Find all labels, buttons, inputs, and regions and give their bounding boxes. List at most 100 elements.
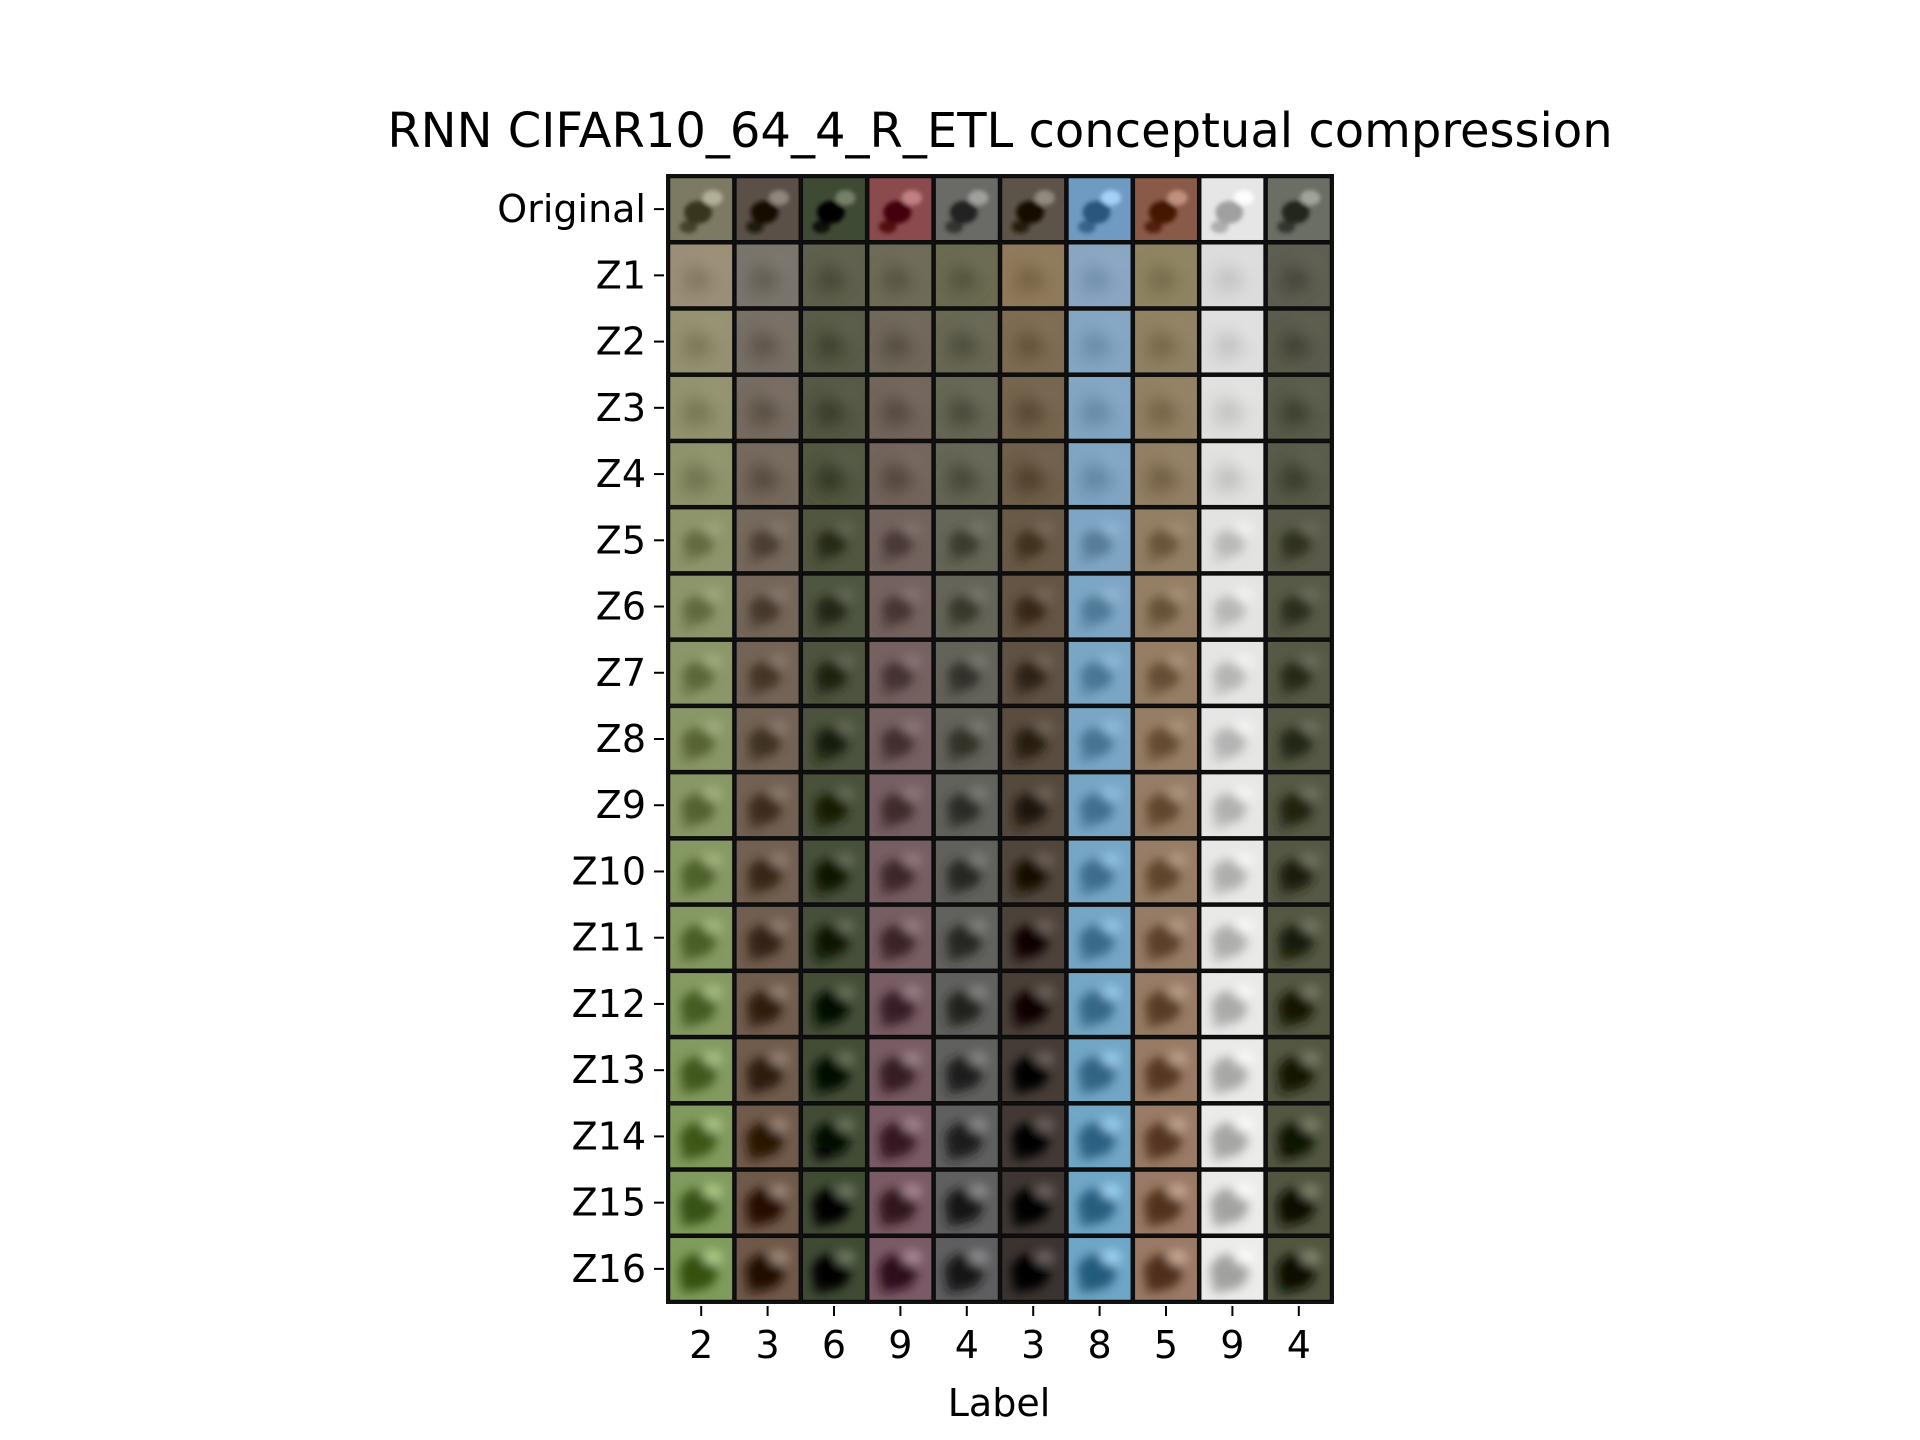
image-cell — [801, 706, 867, 772]
image-cell — [1266, 640, 1332, 706]
image-cell — [867, 375, 933, 441]
image-cell — [1199, 441, 1265, 507]
image-cell — [1067, 242, 1133, 308]
image-cell — [867, 640, 933, 706]
image-cell — [1133, 507, 1199, 573]
image-cell — [1000, 574, 1066, 639]
image-cell — [1067, 706, 1133, 772]
image-cell — [1199, 772, 1265, 838]
chart-title: RNN CIFAR10_64_4_R_ETL conceptual compre… — [387, 103, 1612, 159]
image-cell — [1199, 309, 1265, 374]
image-cell — [801, 1236, 867, 1302]
image-cell — [1199, 971, 1265, 1037]
column-tick-label: 4 — [955, 1323, 979, 1367]
image-cell — [1266, 574, 1332, 639]
image-cell — [1266, 839, 1332, 904]
column-tick-label: 3 — [1021, 1323, 1045, 1367]
image-cell — [668, 706, 734, 772]
image-cell — [1067, 905, 1133, 971]
image-cell — [1000, 1104, 1066, 1169]
image-cell — [1266, 507, 1332, 573]
image-cell — [867, 971, 933, 1037]
image-cell — [934, 839, 1000, 904]
image-cell — [1000, 1236, 1066, 1302]
image-cell — [735, 839, 801, 904]
image-cell — [934, 441, 1000, 507]
image-cell — [1266, 1037, 1332, 1103]
image-cell — [934, 706, 1000, 772]
image-cell — [1000, 772, 1066, 838]
image-cell — [1199, 905, 1265, 971]
column-tick-label: 9 — [888, 1323, 912, 1367]
image-cell — [801, 640, 867, 706]
row-tick-label: Z14 — [572, 1114, 646, 1158]
image-cell — [1067, 1236, 1133, 1302]
image-cell — [1000, 242, 1066, 308]
image-cell — [1199, 706, 1265, 772]
image-cell — [735, 971, 801, 1037]
image-cell — [867, 839, 933, 904]
image-cell — [1000, 507, 1066, 573]
image-cell — [801, 309, 867, 374]
row-axis: OriginalZ1Z2Z3Z4Z5Z6Z7Z8Z9Z10Z11Z12Z13Z1… — [497, 187, 664, 1291]
image-cell — [867, 1104, 933, 1169]
image-cell — [668, 176, 734, 242]
image-cell — [1000, 905, 1066, 971]
image-cell — [1000, 640, 1066, 706]
image-cell — [1133, 1104, 1199, 1169]
image-cell — [934, 1170, 1000, 1236]
image-cell — [1266, 242, 1332, 308]
image-cell — [1067, 1104, 1133, 1169]
image-cell — [867, 242, 933, 308]
image-cell — [1000, 375, 1066, 441]
image-cell — [1067, 574, 1133, 639]
image-cell — [934, 1037, 1000, 1103]
image-cell — [934, 640, 1000, 706]
image-cell — [735, 706, 801, 772]
image-cell — [735, 905, 801, 971]
image-cell — [1199, 375, 1265, 441]
image-cell — [801, 242, 867, 308]
image-cell — [867, 574, 933, 639]
image-cell — [668, 971, 734, 1037]
image-cell — [1199, 176, 1265, 242]
image-cell — [801, 1104, 867, 1169]
image-cell — [668, 1037, 734, 1103]
row-tick-label: Z13 — [572, 1048, 646, 1092]
image-cell — [1266, 1236, 1332, 1302]
image-cell — [934, 375, 1000, 441]
image-cell — [1199, 640, 1265, 706]
image-cell — [1067, 176, 1133, 242]
image-cell — [934, 905, 1000, 971]
image-cell — [735, 507, 801, 573]
row-tick-label: Z10 — [572, 849, 646, 893]
image-cell — [1133, 706, 1199, 772]
image-cell — [801, 375, 867, 441]
image-cell — [934, 507, 1000, 573]
image-cell — [1199, 507, 1265, 573]
x-axis-label: Label — [948, 1381, 1051, 1425]
image-cell — [668, 441, 734, 507]
image-cell — [668, 905, 734, 971]
image-cell — [1266, 1170, 1332, 1236]
column-tick-label: 6 — [822, 1323, 846, 1367]
image-cell — [867, 1236, 933, 1302]
image-cell — [1199, 1236, 1265, 1302]
row-tick-label: Z16 — [572, 1247, 646, 1291]
image-cell — [1067, 507, 1133, 573]
row-tick-label: Z9 — [596, 783, 646, 827]
image-cell — [1133, 971, 1199, 1037]
row-tick-label: Z4 — [596, 452, 646, 496]
image-cell — [1000, 441, 1066, 507]
row-tick-label: Z11 — [572, 916, 646, 960]
row-tick-label: Z12 — [572, 982, 646, 1026]
image-cell — [1000, 176, 1066, 242]
image-cell — [801, 507, 867, 573]
image-cell — [668, 1104, 734, 1169]
image-cell — [1067, 971, 1133, 1037]
image-cell — [1266, 176, 1332, 242]
image-cell — [934, 176, 1000, 242]
image-cell — [1000, 1170, 1066, 1236]
image-cell — [735, 242, 801, 308]
